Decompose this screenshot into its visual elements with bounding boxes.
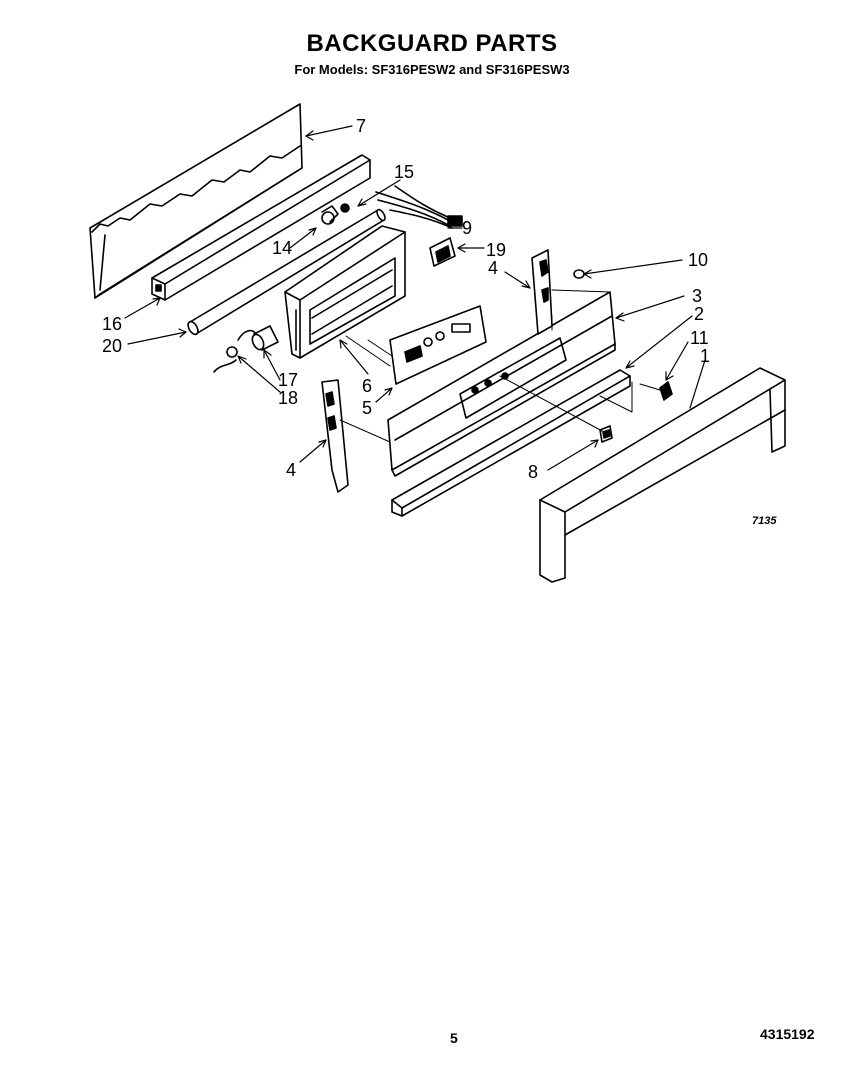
alignment-lines	[339, 289, 661, 443]
callout-1: 1	[700, 346, 710, 366]
figure-ref: 7135	[752, 515, 777, 527]
callout-11: 11	[690, 328, 709, 348]
part-6-control-housing	[284, 225, 406, 359]
page-title: BACKGUARD PARTS	[306, 30, 558, 57]
part-14-lamp-holder	[321, 203, 350, 225]
callout-labels: 7 15 14 9 19 10 4 3 16 20 2 11 1 17 18 6…	[102, 116, 777, 527]
part-4-side-bracket-left	[321, 379, 349, 493]
part-17-lamp-socket	[251, 325, 279, 351]
part-3-control-panel	[387, 291, 616, 477]
callout-14: 14	[272, 238, 292, 258]
callout-2: 2	[694, 304, 704, 324]
callout-19: 19	[486, 240, 506, 260]
part-19-clip	[429, 237, 456, 267]
callout-18: 18	[278, 388, 298, 408]
callout-9: 9	[462, 218, 472, 238]
part-10-plug	[573, 269, 585, 279]
callout-6: 6	[362, 376, 372, 396]
callout-7: 7	[356, 116, 366, 136]
part-2-trim-strip	[391, 369, 631, 517]
part-16-upper-channel	[151, 154, 371, 301]
part-20-tube	[187, 208, 386, 336]
callout-15: 15	[394, 162, 414, 182]
part-5-control-module	[389, 305, 487, 385]
part-8-knob	[599, 425, 613, 443]
page-number: 5	[450, 1030, 458, 1046]
callout-4-lower: 4	[286, 460, 296, 480]
callout-3: 3	[692, 286, 702, 306]
callout-8: 8	[528, 462, 538, 482]
part-18-spring	[213, 329, 257, 373]
part-9-wire-harness	[375, 185, 463, 229]
callout-16: 16	[102, 314, 122, 334]
callout-17: 17	[278, 370, 298, 390]
document-number: 4315192	[760, 1026, 815, 1042]
callout-4-upper: 4	[488, 258, 498, 278]
callout-10: 10	[688, 250, 708, 270]
leader-lines	[124, 125, 706, 471]
part-4-side-bracket-right	[531, 249, 553, 335]
model-subtitle: For Models: SF316PESW2 and SF316PESW3	[294, 62, 570, 77]
callout-20: 20	[102, 336, 122, 356]
part-11-retainer	[659, 381, 673, 401]
part-7-rear-panel	[89, 103, 303, 299]
callout-5: 5	[362, 398, 372, 418]
part-1-backguard-shell	[539, 367, 786, 583]
